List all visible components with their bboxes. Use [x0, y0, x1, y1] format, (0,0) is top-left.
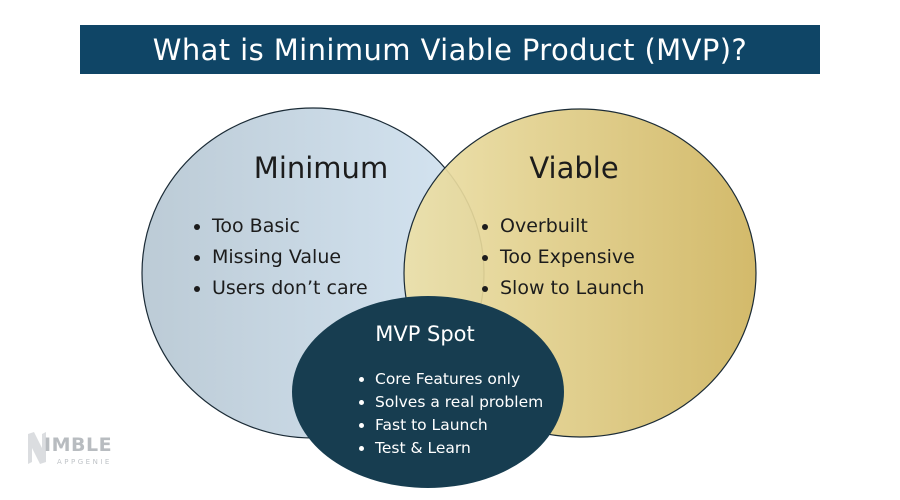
- list-item: Too Expensive: [500, 242, 644, 273]
- viable-list: Overbuilt Too Expensive Slow to Launch: [480, 211, 644, 304]
- list-item: Solves a real problem: [375, 391, 543, 414]
- list-item: Too Basic: [212, 211, 368, 242]
- logo-subtext: APPGENIE: [57, 458, 112, 466]
- list-item: Test & Learn: [375, 437, 543, 460]
- minimum-list: Too Basic Missing Value Users don’t care: [192, 211, 368, 304]
- minimum-title: Minimum: [253, 151, 389, 185]
- nimble-n-logo-icon: [28, 432, 46, 464]
- viable-title: Viable: [529, 151, 619, 185]
- list-item: Core Features only: [375, 368, 543, 391]
- mvp-spot-circle: [292, 296, 564, 488]
- list-item: Overbuilt: [500, 211, 644, 242]
- mvp-spot-title: MVP Spot: [375, 322, 475, 346]
- logo-wordmark: IMBLE: [44, 434, 113, 456]
- list-item: Users don’t care: [212, 273, 368, 304]
- page-title: What is Minimum Viable Product (MVP)?: [80, 25, 820, 74]
- list-item: Fast to Launch: [375, 414, 543, 437]
- list-item: Slow to Launch: [500, 273, 644, 304]
- list-item: Missing Value: [212, 242, 368, 273]
- mvp-spot-list: Core Features only Solves a real problem…: [357, 368, 543, 460]
